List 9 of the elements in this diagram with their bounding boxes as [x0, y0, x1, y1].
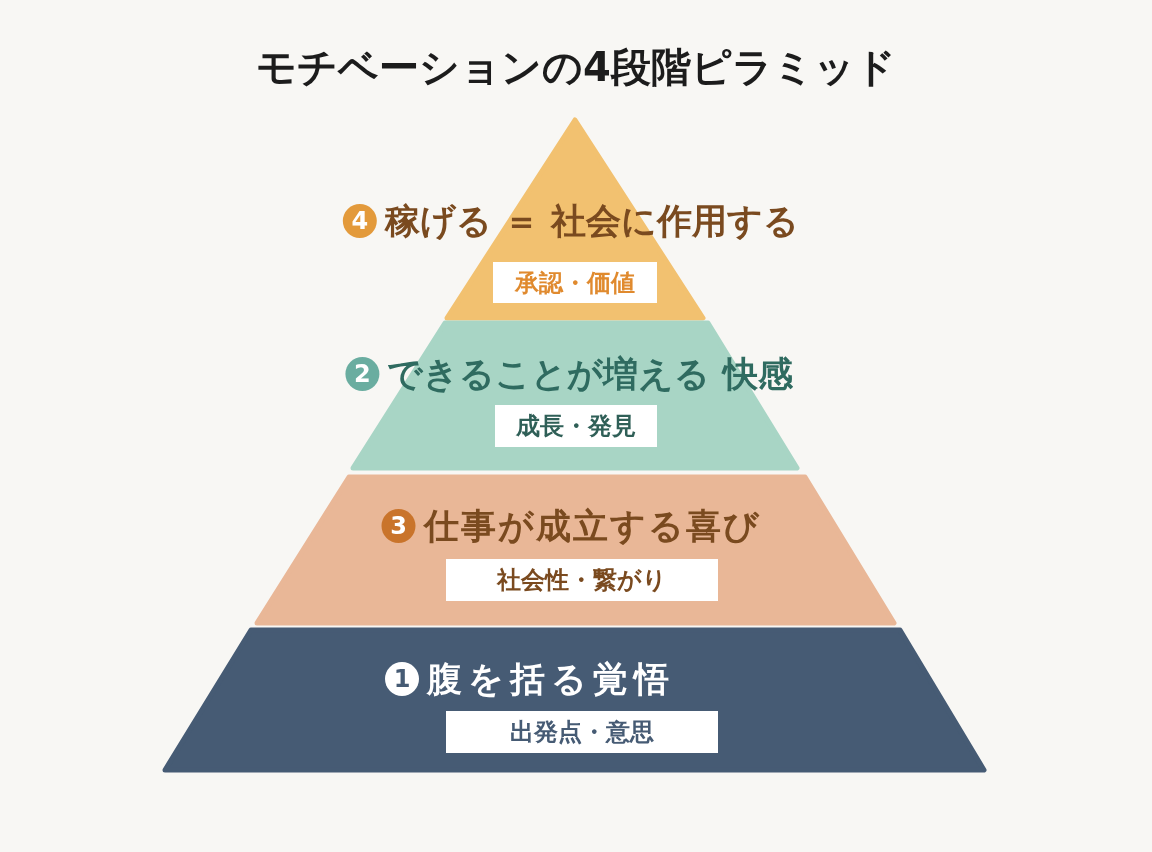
keyword-tag: 社会性・繋がり: [446, 559, 718, 601]
keyword-tag: 出発点・意思: [446, 711, 718, 753]
tier-heading: 仕事が成立する喜び: [423, 506, 761, 547]
keyword-tag: 承認・価値: [493, 262, 657, 303]
step-number: 4: [342, 204, 377, 239]
keyword-tag: 成長・発見: [495, 405, 657, 447]
diagram-title: モチベーションの4段階ピラミッド: [256, 43, 896, 91]
step-number: 2: [345, 357, 380, 392]
tier-heading: 腹を括る覚悟: [427, 659, 675, 700]
